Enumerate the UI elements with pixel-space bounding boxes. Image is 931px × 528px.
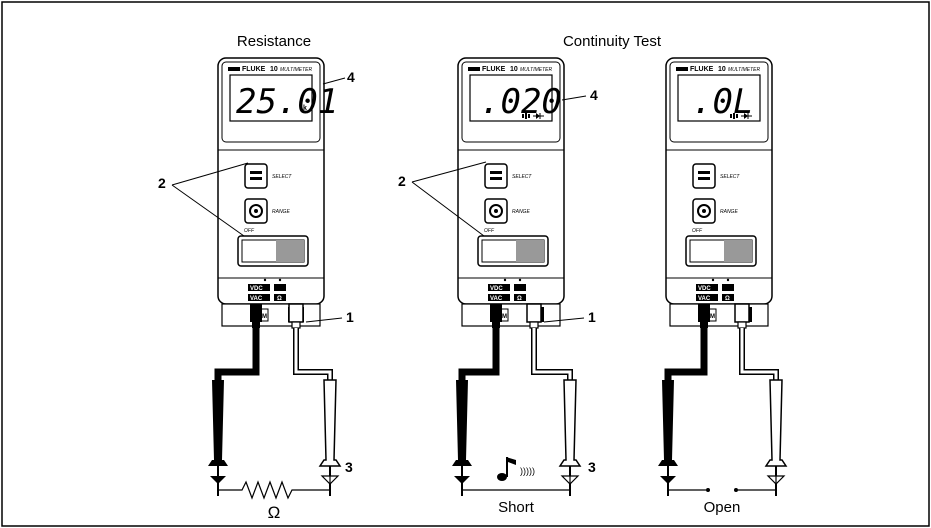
callout-line-2d [411,181,485,237]
vac-label: VAC [490,296,503,302]
continuity-beeper-icon [522,113,530,119]
diode-icon [533,113,544,119]
meter-continuity-open: FLUKE 10 MULTIMETER .0L SELECT RANGE OFF… [665,57,773,327]
meter-continuity-short: FLUKE 10 MULTIMETER .020 SELECT RANGE OF… [457,57,565,327]
select-label: SELECT [512,174,532,180]
lcd-unit: k [303,105,307,112]
continuity-beeper-icon [730,113,738,119]
lcd-reading: 25.01 [236,82,338,122]
meter-resistance: FLUKE 10 MULTIMETER 25.01 k SELECT RANGE… [217,57,338,327]
heading-continuity: Continuity Test [563,33,662,50]
model-sub-label: MULTIMETER [280,67,313,73]
switch-grey-2 [724,240,738,262]
callout-2b: 2 [398,173,406,189]
open-label: Open [704,499,741,516]
switch-grey [290,240,304,262]
off-label: OFF [484,228,495,234]
ohm-symbol: Ω [268,503,281,522]
leads-resistance [208,303,341,500]
off-label: OFF [244,228,255,234]
callout-line-4b [561,95,587,101]
select-label: SELECT [272,174,292,180]
range-label: RANGE [272,209,290,215]
brand-label: FLUKE [482,66,506,73]
diode-icon [741,113,752,119]
ohm-tag: Ω [517,296,522,302]
range-label: RANGE [720,209,738,215]
callout-4a: 4 [347,69,355,85]
vac-label: VAC [250,296,263,302]
model-label: 10 [718,66,726,73]
callout-line-4a [322,77,346,85]
callout-1a: 1 [346,309,354,325]
switch-grey [738,240,752,262]
callout-line-2c [411,161,487,183]
lcd-reading: .020 [480,82,562,122]
leads-open [658,303,787,497]
vdc-label: VDC [250,286,263,292]
vac-label: VAC [698,296,711,302]
vdc-label: VDC [490,286,503,292]
callout-4b: 4 [590,87,598,103]
brand-label: FLUKE [242,66,266,73]
model-sub-label: MULTIMETER [520,67,553,73]
switch-grey [530,240,544,262]
short-label: Short [498,499,535,516]
callout-3a: 3 [345,459,353,475]
vdc-label: VDC [698,286,711,292]
model-label: 10 [270,66,278,73]
model-label: 10 [510,66,518,73]
callout-line-1a [305,317,343,323]
heading-resistance: Resistance [237,33,311,50]
switch-grey-2 [276,240,290,262]
callout-line-2a [171,162,249,186]
brand-label: FLUKE [690,66,714,73]
callout-3b: 3 [588,459,596,475]
music-note-icon: ))))) [497,457,535,481]
ohm-tag: Ω [277,296,282,302]
lcd-reading: .0L [692,82,753,122]
select-label: SELECT [720,174,740,180]
callout-line-2b [171,184,245,237]
leads-short [452,303,581,497]
ohm-tag: Ω [725,296,730,302]
callout-line-1b [543,317,585,323]
callout-2a: 2 [158,175,166,191]
switch-grey-2 [516,240,530,262]
range-label: RANGE [512,209,530,215]
callout-1b: 1 [588,309,596,325]
off-label: OFF [692,228,703,234]
model-sub-label: MULTIMETER [728,67,761,73]
svg-text:))))): ))))) [520,466,535,476]
